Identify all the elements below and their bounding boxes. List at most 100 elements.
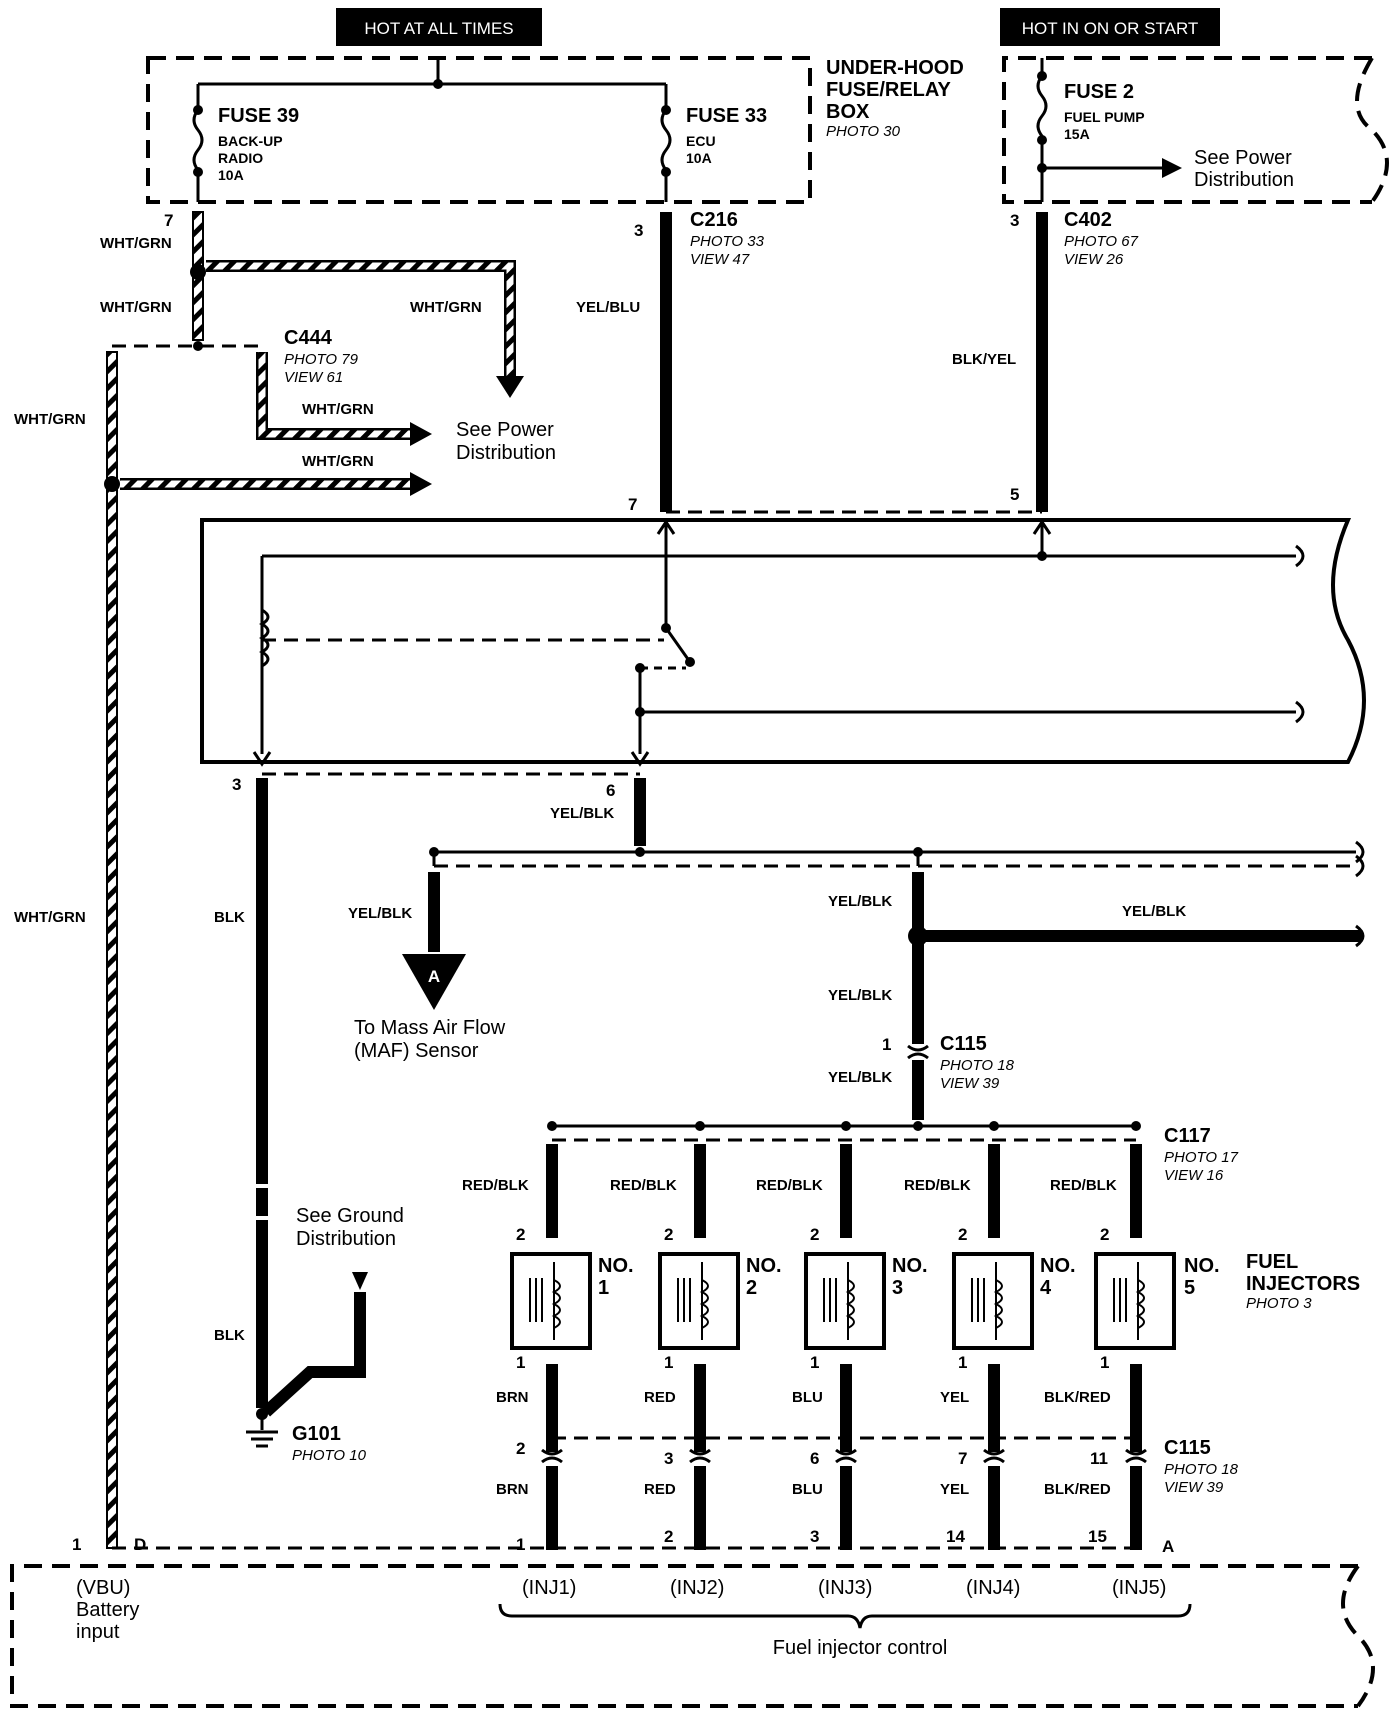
c402-view: VIEW 26: [1064, 251, 1124, 268]
wire-label-blk-1: BLK: [214, 909, 245, 926]
fuse-2-box: [1002, 56, 1389, 204]
fuse-39-desc-1: BACK-UP: [218, 133, 283, 149]
fuse-box-photo: PHOTO 30: [826, 123, 901, 140]
wire-label-wht-grn-1: WHT/GRN: [100, 235, 172, 252]
c117-view: VIEW 16: [1164, 1167, 1224, 1184]
inj3-wire-lower: BLU: [792, 1481, 823, 1498]
fuel-injector-3: [804, 1144, 886, 1550]
power-dist-label-1: See Power: [456, 419, 554, 441]
inj2-pin-top: 2: [664, 1225, 673, 1244]
c115-lower-view: VIEW 39: [1164, 1479, 1224, 1496]
inj4-pin-bot: 1: [958, 1353, 967, 1372]
injector-control-bracket: [498, 1603, 1192, 1629]
input-label: input: [76, 1621, 120, 1643]
vbu-label: (VBU): [76, 1577, 130, 1599]
maf-label-1: To Mass Air Flow: [354, 1017, 506, 1039]
power-dist-label-2: Distribution: [456, 442, 556, 464]
fuse-box-title-2: FUSE/RELAY: [826, 79, 952, 101]
wire-label-wht-grn-7: WHT/GRN: [14, 909, 86, 926]
inj4-c115-pin: 7: [958, 1449, 967, 1468]
pin-1-c115: 1: [882, 1035, 891, 1054]
c115-upper-label: C115: [940, 1033, 987, 1055]
g101-photo: PHOTO 10: [292, 1447, 367, 1464]
inj3-pin-top: 2: [810, 1225, 819, 1244]
c444-photo: PHOTO 79: [284, 351, 359, 368]
inj1-ecu-pin: 1: [516, 1535, 525, 1554]
inj1-num: 1: [598, 1277, 609, 1299]
pin-5-ecu: 5: [1010, 485, 1019, 504]
c216-label: C216: [690, 209, 738, 231]
inj1-pin-bot: 1: [516, 1353, 525, 1372]
svg-text:HOT AT ALL TIMES: HOT AT ALL TIMES: [364, 19, 513, 38]
fuse-33-desc: ECU: [686, 133, 716, 149]
wire-label-blk-yel: BLK/YEL: [952, 351, 1016, 368]
c444-view: VIEW 61: [284, 369, 343, 386]
fuse-2-desc: FUEL PUMP: [1064, 109, 1145, 125]
c117-label: C117: [1164, 1125, 1211, 1147]
wire-label-yel-blk-4: YEL/BLK: [1122, 903, 1186, 920]
inj2-wire-red-blk: RED/BLK: [610, 1177, 677, 1194]
inj4-pin-top: 2: [958, 1225, 967, 1244]
pin-3-c216: 3: [634, 221, 643, 240]
c115-upper-view: VIEW 39: [940, 1075, 1000, 1092]
c115-lower-connector: [541, 1436, 1147, 1464]
fuel-injectors-photo: PHOTO 3: [1246, 1295, 1312, 1312]
banner-hot-in-on-or-start: HOT IN ON OR START: [1000, 8, 1220, 46]
inj2-pin-bot: 1: [664, 1353, 673, 1372]
wire-label-yel-blk-3: YEL/BLK: [828, 893, 892, 910]
pin-6-relay: 6: [606, 781, 615, 800]
inj1-wire-upper: BRN: [496, 1389, 529, 1406]
maf-badge: A: [428, 967, 440, 986]
fuse-2-rating: 15A: [1064, 126, 1090, 142]
inj5-ecu-label: (INJ5): [1112, 1577, 1166, 1599]
under-hood-fuse-box: [146, 56, 812, 204]
inj5-ecu-pin: 15: [1088, 1527, 1107, 1546]
inj5-no: NO.: [1184, 1255, 1220, 1277]
fuel-injector-1: [510, 1144, 592, 1550]
c444-label: C444: [284, 327, 333, 349]
fuel-injectors-label-2: INJECTORS: [1246, 1273, 1360, 1295]
pgm-fi-main-relay: [200, 518, 1366, 767]
g101-label: G101: [292, 1423, 341, 1445]
inj2-wire-lower: RED: [644, 1481, 676, 1498]
battery-label: Battery: [76, 1599, 139, 1621]
inj4-ecu-pin: 14: [946, 1527, 965, 1546]
blk-yel-wire: [1036, 212, 1048, 512]
c402-label: C402: [1064, 209, 1112, 231]
inj5-wire-lower: BLK/RED: [1044, 1481, 1111, 1498]
c216-view: VIEW 47: [690, 251, 750, 268]
inj4-wire-upper: YEL: [940, 1389, 969, 1406]
wire-label-wht-grn-2: WHT/GRN: [100, 299, 172, 316]
fuel-injector-4: [952, 1144, 1034, 1550]
ground-dist-label-2: Distribution: [296, 1228, 396, 1250]
ground-icon: [246, 1414, 278, 1448]
inj1-ecu-label: (INJ1): [522, 1577, 576, 1599]
inj1-pin-top: 2: [516, 1225, 525, 1244]
fuse-39-rating: 10A: [218, 167, 244, 183]
c402-photo: PHOTO 67: [1064, 233, 1139, 250]
maf-label-2: (MAF) Sensor: [354, 1040, 479, 1062]
wire-label-wht-grn-5: WHT/GRN: [302, 453, 374, 470]
ecm-pcm-box: [10, 1564, 1375, 1708]
inj3-ecu-label: (INJ3): [818, 1577, 872, 1599]
yel-blk-wire: [402, 778, 1365, 1120]
fuse-box-title-3: BOX: [826, 101, 870, 123]
wire-label-yel-blu: YEL/BLU: [576, 299, 640, 316]
inj1-wire-lower: BRN: [496, 1481, 529, 1498]
pin-3-relay: 3: [232, 775, 241, 794]
inj2-c115-pin: 3: [664, 1449, 673, 1468]
injector-control-label: Fuel injector control: [773, 1637, 948, 1659]
fuse-2-power-dist-1: See Power: [1194, 147, 1292, 169]
c115-lower-photo: PHOTO 18: [1164, 1461, 1239, 1478]
connector-a-label: A: [1162, 1537, 1174, 1556]
yel-blu-wire: [660, 212, 672, 512]
fuel-injectors-label-1: FUEL: [1246, 1251, 1298, 1273]
fuse-2-label: FUSE 2: [1064, 81, 1134, 103]
fuse-33-rating: 10A: [686, 150, 712, 166]
fuse-box-title-1: UNDER-HOOD: [826, 57, 964, 79]
banner-hot-at-all-times: HOT AT ALL TIMES: [336, 8, 542, 46]
inj5-c115-pin: 11: [1090, 1449, 1108, 1468]
fuse-39: [192, 105, 204, 202]
wire-label-wht-grn-3: WHT/GRN: [410, 299, 482, 316]
